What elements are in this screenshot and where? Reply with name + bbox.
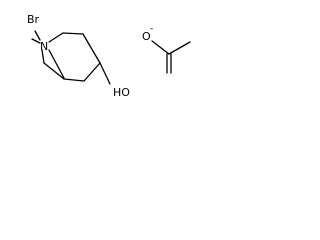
bond-n-bridgehead-bottom xyxy=(48,49,65,79)
acetate-skeleton xyxy=(151,40,191,74)
bond-br-n-left xyxy=(34,30,41,41)
bond-n-left-bridge xyxy=(41,49,45,64)
bond-c-methyl xyxy=(168,41,191,55)
bond-c-oh xyxy=(99,62,111,85)
oxygen-anion-label: O xyxy=(142,30,151,43)
hydroxyl-label: HO xyxy=(113,86,130,99)
bond-top-ring-1 xyxy=(62,32,84,35)
nitrogen-label: N xyxy=(40,40,48,53)
tropane-skeleton xyxy=(31,30,111,85)
bond-top-ring-2 xyxy=(82,33,101,64)
bond-left-bridge xyxy=(43,62,65,80)
bond-bottom-ring-2 xyxy=(83,62,101,82)
chemical-structure-diagram: Br N HO O - xyxy=(27,13,191,99)
bond-bottom-ring-1 xyxy=(63,78,85,82)
bromine-label: Br xyxy=(27,13,40,26)
bond-o-c xyxy=(151,40,170,55)
bond-n-bridgehead-top xyxy=(48,32,64,43)
negative-charge-label: - xyxy=(150,24,153,34)
bond-n-methyl xyxy=(31,38,41,44)
